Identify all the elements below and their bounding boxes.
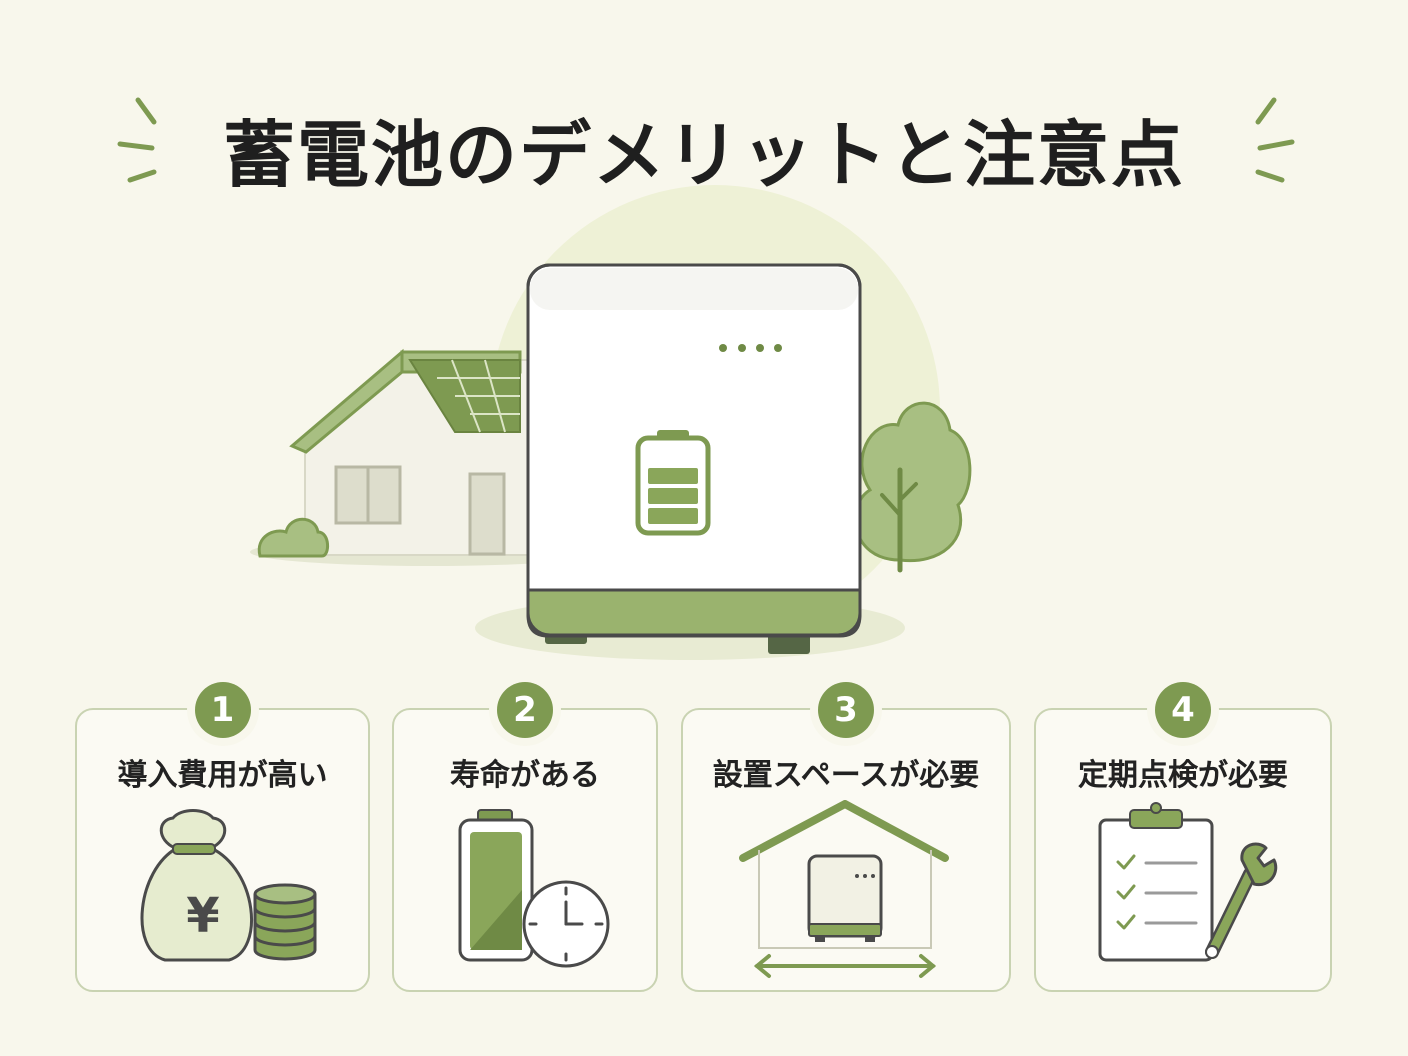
page-title: 蓄電池のデメリットと注意点 xyxy=(222,113,1185,197)
hero-illustration xyxy=(250,185,972,660)
card-number-badge: 1 xyxy=(194,682,251,738)
card-label: 寿命がある xyxy=(450,758,600,793)
tree-icon xyxy=(853,401,972,573)
yen-symbol: ¥ xyxy=(186,888,219,944)
clipboard-wrench-icon xyxy=(1098,802,1278,962)
card-label: 定期点検が必要 xyxy=(1078,758,1288,793)
card-label: 設置スペースが必要 xyxy=(712,758,980,793)
bush-icon xyxy=(257,517,329,558)
card-number-badge: 2 xyxy=(497,682,553,738)
battery-clock-icon xyxy=(458,809,610,968)
card-installation-space: 3 設置スペースが必要 xyxy=(681,682,1011,992)
space-house-battery-icon xyxy=(739,800,949,978)
card-initial-cost: 1 導入費用が高い ¥ xyxy=(75,682,370,992)
house-with-solar-panel-icon xyxy=(289,348,531,556)
card-number-badge: 4 xyxy=(1155,682,1211,738)
sparkle-right-icon xyxy=(1255,97,1295,183)
sparkle-left-icon xyxy=(117,97,157,183)
card-number-badge: 3 xyxy=(818,682,874,738)
money-bag-yen-icon: ¥ xyxy=(140,809,317,962)
card-regular-inspection: 4 定期点検が必要 xyxy=(1034,682,1332,992)
card-label: 導入費用が高い xyxy=(117,758,328,793)
home-battery-unit-icon xyxy=(526,263,862,654)
card-lifespan: 2 寿命がある xyxy=(392,682,658,992)
